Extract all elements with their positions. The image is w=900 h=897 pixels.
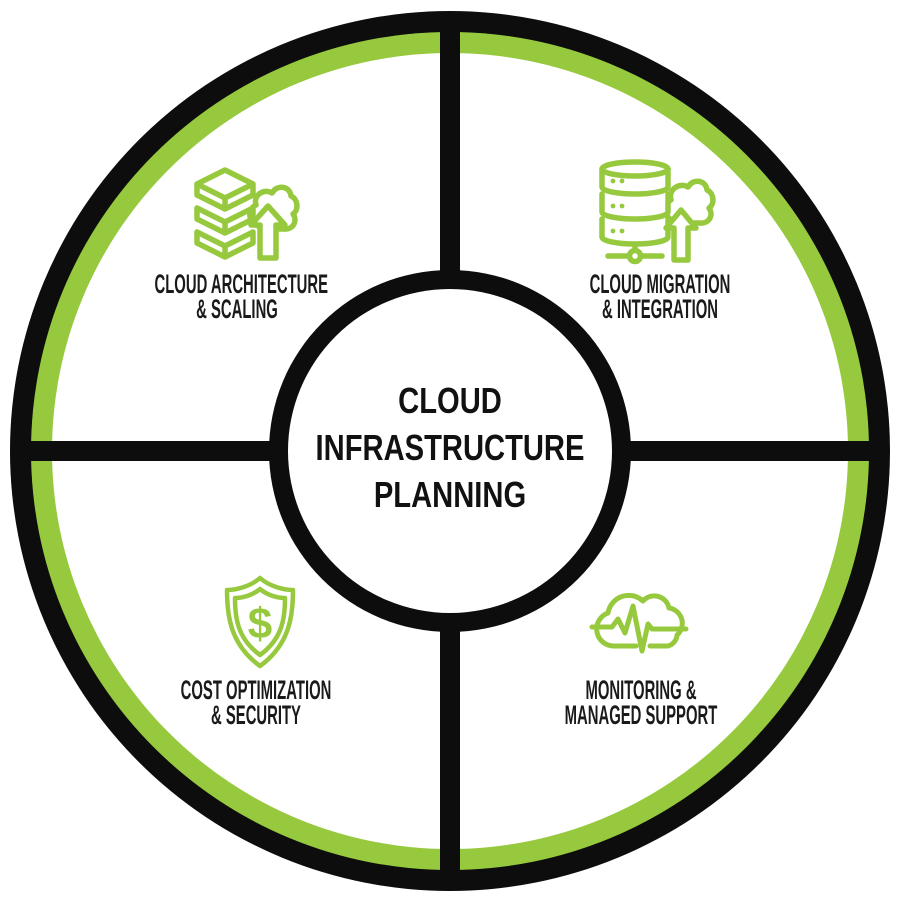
label-line: CLOUD ARCHITECTURE (154, 269, 329, 299)
db-cylinder-middle (599, 191, 671, 222)
cloud-pulse-icon (589, 592, 689, 654)
stack-slab-middle (194, 205, 256, 236)
diagram-title: CLOUD INFRASTRUCTURE PLANNING (250, 377, 650, 518)
network-node (626, 247, 644, 265)
stack-slab-bottom (194, 229, 256, 260)
hub-face (288, 289, 612, 613)
label-line: CLOUD MIGRATION (589, 269, 731, 299)
quadrant-label-cost-optimization: COST OPTIMIZATION & SECURITY (106, 675, 406, 730)
label-line: & SECURITY (211, 700, 301, 730)
up-arrow (663, 207, 699, 263)
label-line: MONITORING & (585, 675, 697, 705)
label-line: & SCALING (196, 294, 278, 324)
label-line: MANAGED SUPPORT (564, 700, 718, 730)
up-arrow (248, 203, 288, 261)
dollar-sign-glyph: $ (248, 600, 272, 649)
title-line: CLOUD (398, 380, 502, 421)
shield-dollar-icon: $ (224, 575, 296, 669)
shield-inner-outline (232, 586, 288, 658)
label-line: COST OPTIMIZATION (180, 675, 332, 705)
server-stack-cloud-upload-icon (194, 167, 300, 261)
stack-slab-top (194, 167, 256, 212)
shield-outer-outline (224, 575, 296, 669)
label-line: & INTEGRATION (601, 294, 719, 324)
db-cylinder-lid (599, 159, 671, 179)
quadrant-label-monitoring-support: MONITORING & MANAGED SUPPORT (491, 675, 791, 730)
title-line: INFRASTRUCTURE (315, 427, 585, 468)
pulse-line (589, 603, 689, 654)
db-indicator-dots (610, 178, 625, 234)
quadrant-label-cloud-migration: CLOUD MIGRATION & INTEGRATION (510, 269, 810, 324)
database-cloud-upload-icon (599, 159, 716, 265)
title-line: PLANNING (373, 474, 527, 515)
quadrant-label-cloud-architecture: CLOUD ARCHITECTURE & SCALING (87, 269, 387, 324)
